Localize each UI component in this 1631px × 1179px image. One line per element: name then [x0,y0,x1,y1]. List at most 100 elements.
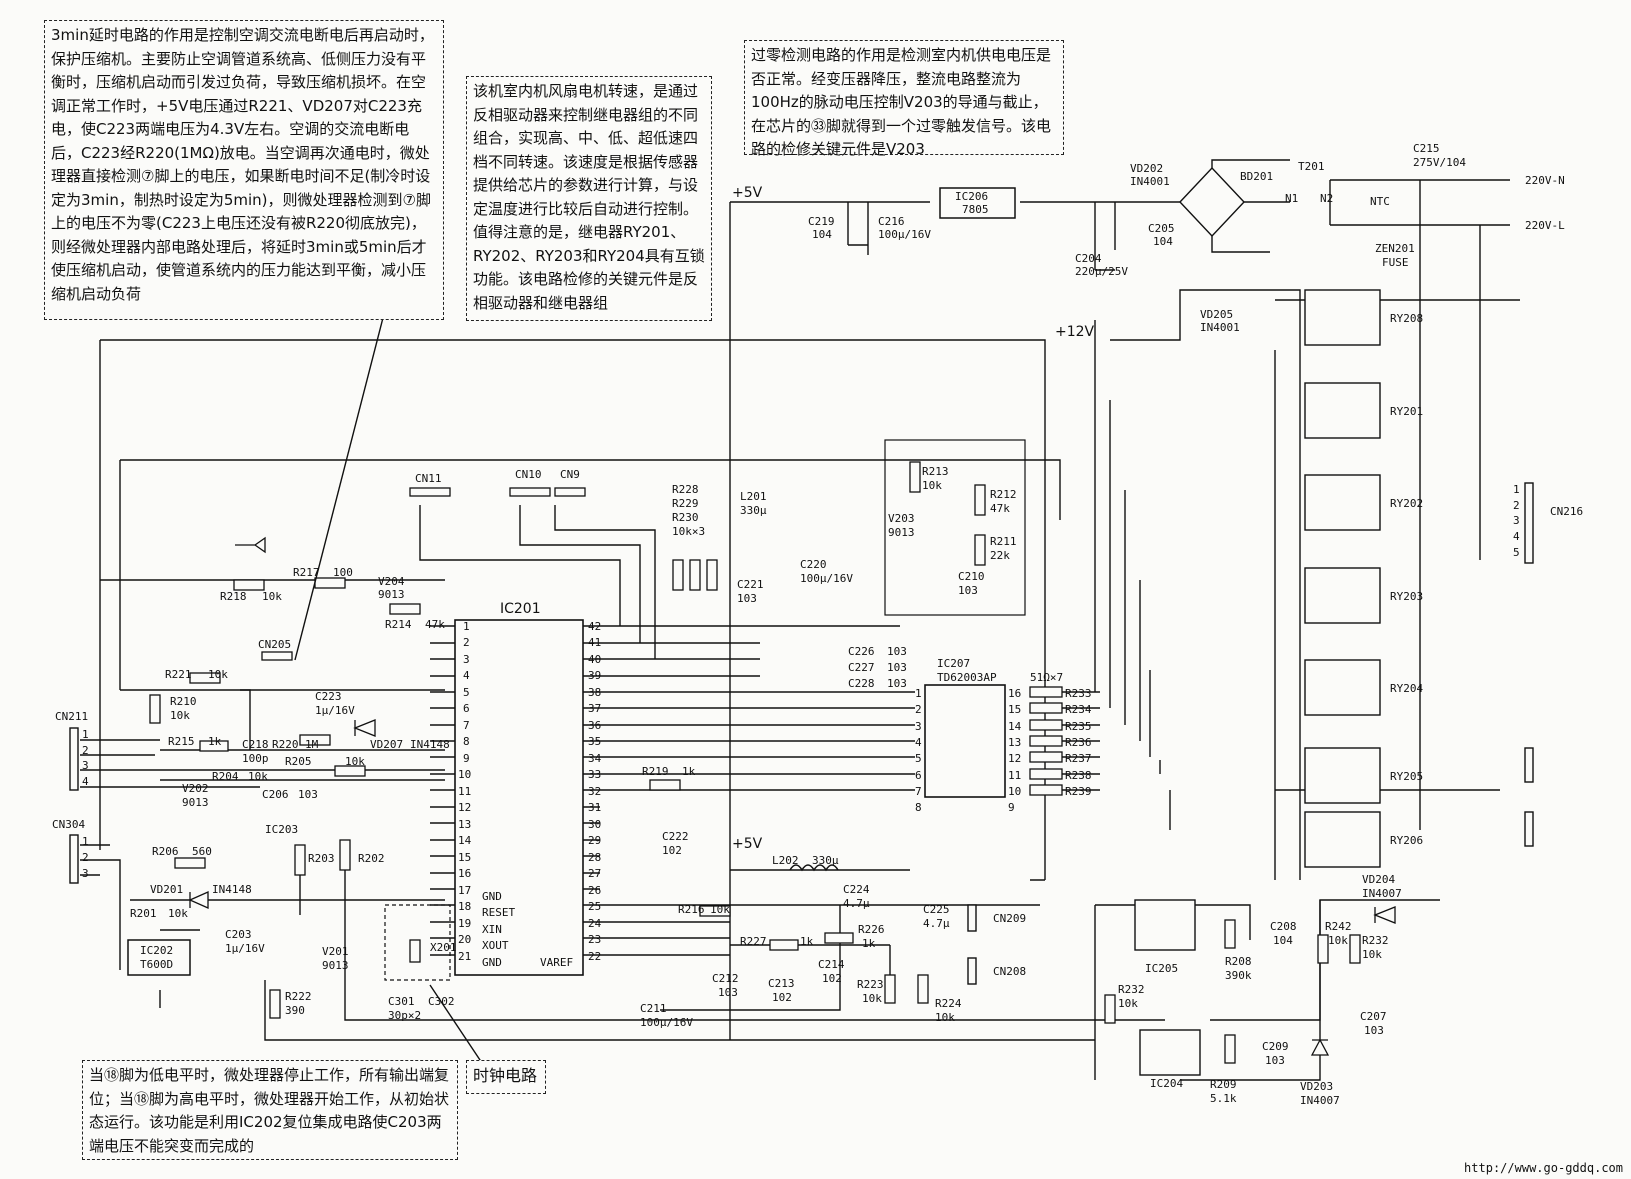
r224-label: R224 [935,997,962,1010]
svg-text:42: 42 [588,620,601,633]
r220-value: 1M [305,738,319,751]
v202-label: V202 [182,782,209,795]
resistor-array-value: 51Ω×7 [1030,671,1063,684]
r238-label: R238 [1065,769,1092,782]
l201-value: 330μ [740,504,767,517]
c208-label: C208 [1270,920,1297,933]
c225-label: C225 [923,903,950,916]
ic203-label: IC203 [265,823,298,836]
r219-label: R219 [642,765,669,778]
r205-label: R205 [285,755,312,768]
r206-label: R206 [152,845,179,858]
svg-text:34: 34 [588,752,602,765]
r210-label: R210 [170,695,197,708]
svg-text:15: 15 [1008,703,1021,716]
ic204-label: IC204 [1150,1077,1183,1090]
svg-text:9: 9 [463,752,470,765]
l201-label: L201 [740,490,767,503]
vd204-value: IN4007 [1362,887,1402,900]
zen201-label: ZEN201 [1375,242,1415,255]
svg-text:3: 3 [463,653,470,666]
svg-text:38: 38 [588,686,601,699]
svg-text:5: 5 [463,686,470,699]
svg-text:18: 18 [458,900,471,913]
cn304-label: CN304 [52,818,85,831]
r229-label: R229 [672,497,699,510]
ac-n-label: 220V-N [1525,174,1565,187]
r208-label: R208 [1225,955,1252,968]
svg-text:3: 3 [82,867,89,880]
c30x-value: 30p×2 [388,1009,421,1022]
svg-text:8: 8 [915,801,922,814]
l202-label: L202 [772,854,799,867]
svg-text:2: 2 [463,636,470,649]
cn10-label: CN10 [515,468,542,481]
r227-value: 1k [800,935,814,948]
svg-text:17: 17 [458,884,471,897]
r233-label: R233 [1065,687,1092,700]
c225-value: 4.7μ [923,917,950,930]
r220-label: R220 [272,738,299,751]
r222-value: 390 [285,1004,305,1017]
note-fan-speed: 该机室内机风扇电机转速，是通过反相驱动器来控制继电器组的不同组合，实现高、中、低… [466,76,712,321]
ic201-pin-gnd: GND [482,890,502,903]
svg-text:3: 3 [915,720,922,733]
c220-value: 100μ/16V [800,572,853,585]
cn211-connector [69,727,79,791]
v203-value: 9013 [888,526,915,539]
c205-value: 104 [1153,235,1173,248]
ic207-body [924,684,1006,798]
r223-value: 10k [862,992,882,1005]
r217-value: 100 [333,566,353,579]
svg-text:39: 39 [588,669,601,682]
svg-text:10: 10 [1008,785,1021,798]
c203-label: C203 [225,928,252,941]
cn216-label: CN216 [1550,505,1583,518]
r228-group-value: 10k×3 [672,525,705,538]
v201-value: 9013 [322,959,349,972]
relay-boxes [1304,289,1381,868]
r208-value: 390k [1225,969,1252,982]
svg-text:24: 24 [588,917,602,930]
c223-value: 1μ/16V [315,704,355,717]
c213-label: C213 [768,977,795,990]
svg-text:5: 5 [915,752,922,765]
svg-text:35: 35 [588,735,601,748]
vd202-value: IN4001 [1130,175,1170,188]
c228-value: 103 [887,677,907,690]
c209-value: 103 [1265,1054,1285,1067]
source-url[interactable]: http://www.go-gddq.com [1464,1161,1623,1175]
svg-text:1: 1 [82,835,89,848]
r203-label: R203 [308,852,335,865]
r232a-label: R232 [1118,983,1145,996]
note-arrow-delay [294,309,386,661]
ic201-pin-xout: XOUT [482,939,509,952]
svg-text:11: 11 [458,785,471,798]
r215-value: 1k [208,735,222,748]
r214-value: 47k [425,618,445,631]
svg-text:16: 16 [1008,687,1021,700]
l202-inductor [789,864,839,872]
r218-label: R218 [220,590,247,603]
r206-value: 560 [192,845,212,858]
vd203-value: IN4007 [1300,1094,1340,1107]
svg-text:7: 7 [463,719,470,732]
ry202-label: RY202 [1390,497,1423,510]
c204-label: C204 [1075,252,1102,265]
ry203-label: RY203 [1390,590,1423,603]
n1-label: N1 [1285,192,1298,205]
note-reset: 当⑱脚为低电平时，微处理器停止工作，所有输出端复位；当⑱脚为高电平时，微处理器开… [82,1060,458,1160]
svg-text:12: 12 [1008,752,1021,765]
r221-label: R221 [165,668,192,681]
v204-label: V204 [378,575,405,588]
ry208-label: RY208 [1390,312,1423,325]
c211-value: 100μ/16V [640,1016,693,1029]
c228-label: C228 [848,677,875,690]
svg-text:11: 11 [1008,769,1021,782]
ic201-pin-gnd2: GND [482,956,502,969]
ry204-label: RY204 [1390,682,1423,695]
svg-text:5: 5 [1513,546,1520,559]
ry205-label: RY205 [1390,770,1423,783]
